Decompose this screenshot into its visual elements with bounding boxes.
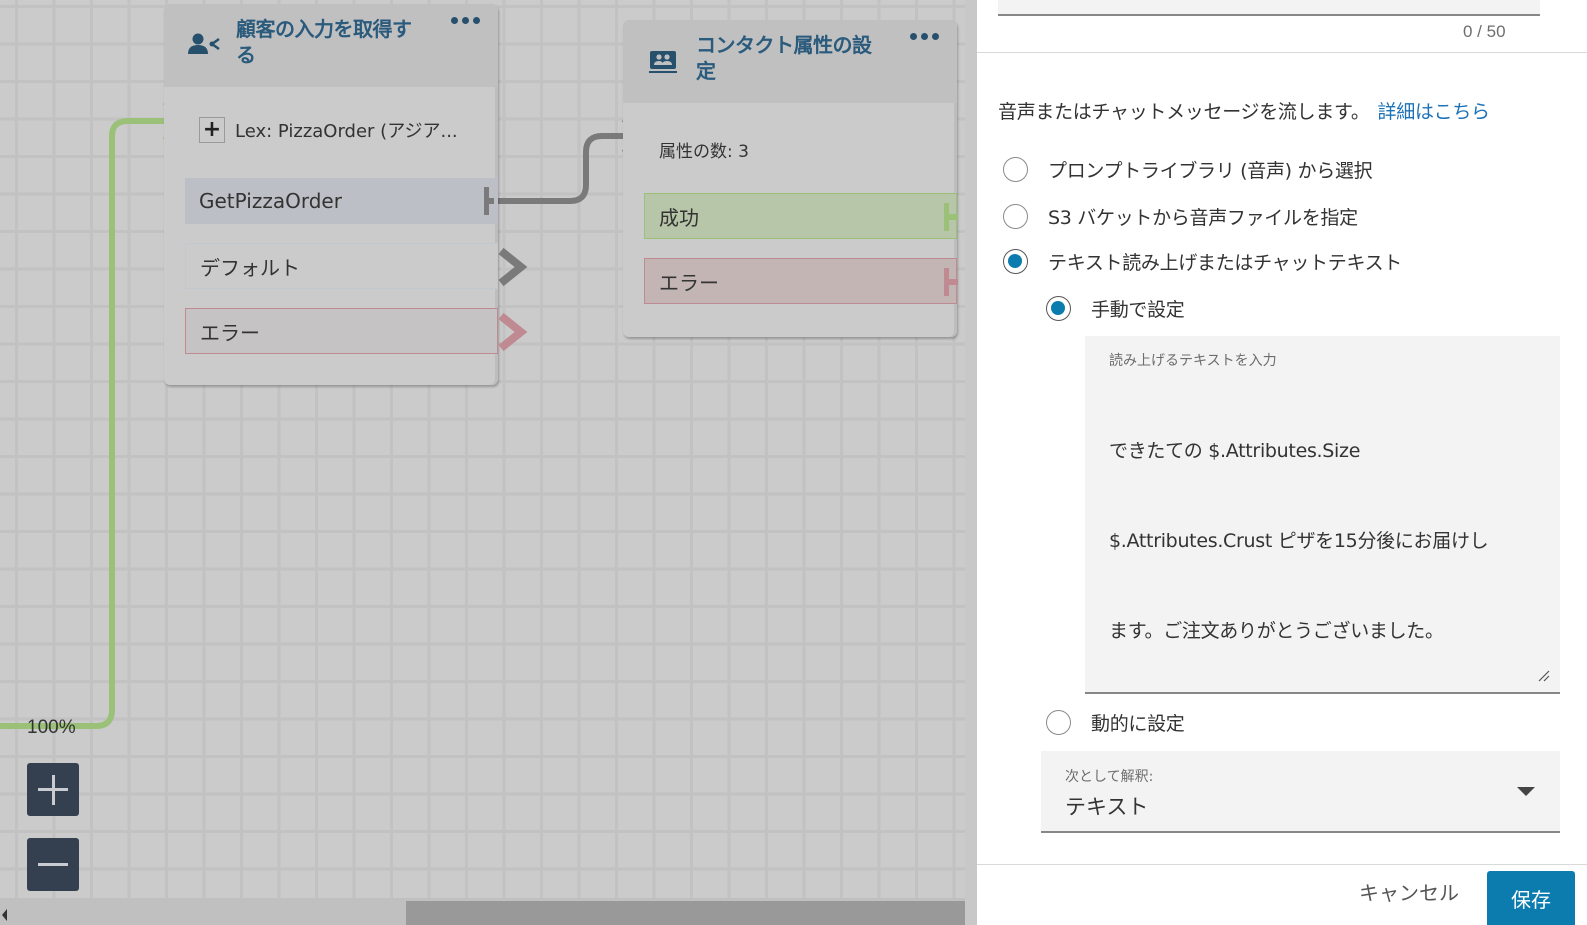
plus-icon-vertical [51, 774, 55, 805]
block-get-customer-input[interactable]: 顧客の入力を取得す る + Lex: PizzaOrder (アジア... Ge… [164, 4, 528, 385]
more-options-icon[interactable] [910, 33, 939, 40]
block-title-line: コンタクト属性の設 [696, 33, 872, 57]
radio-label: S3 バケットから音声ファイルを指定 [1048, 207, 1358, 229]
text-line: ます。ご注文ありがとうございました。 [1109, 620, 1444, 642]
scroll-left-arrow-icon[interactable] [2, 909, 7, 921]
connector-handle-icon[interactable] [484, 187, 494, 215]
connector-handle-icon[interactable] [944, 268, 958, 296]
branch-getpizzaorder[interactable]: GetPizzaOrder [185, 178, 498, 224]
footer-divider [977, 864, 1587, 865]
description-text: 音声またはチャットメッセージを流します。 [998, 101, 1370, 123]
cancel-button[interactable]: キャンセル [1359, 881, 1459, 905]
section-divider [977, 52, 1587, 53]
block-title-line: 定 [696, 59, 716, 83]
branch-success[interactable]: 成功 [644, 193, 958, 239]
radio-button-selected[interactable] [1046, 296, 1071, 321]
radio-button[interactable] [1003, 204, 1028, 229]
radio-label: 動的に設定 [1091, 713, 1185, 735]
radio-prompt-library[interactable]: プロンプトライブラリ (音声) から選択 [1003, 156, 1373, 183]
tts-text-label: 読み上げるテキストを入力 [1109, 353, 1277, 369]
branch-label: エラー [200, 320, 260, 345]
branch-error[interactable]: エラー [644, 258, 958, 304]
chevron-down-icon [1517, 787, 1535, 796]
interpret-as-value: テキスト [1065, 795, 1149, 819]
branch-label: 成功 [659, 205, 699, 230]
lex-bot-label: Lex: PizzaOrder (アジア... [235, 121, 458, 142]
scrollbar-thumb[interactable] [406, 901, 977, 925]
set-contact-attributes-icon [649, 50, 679, 79]
lex-bot-row: + Lex: PizzaOrder (アジア... [199, 117, 458, 143]
block-header: 顧客の入力を取得す る [164, 4, 498, 87]
radio-label: プロンプトライブラリ (音声) から選択 [1048, 160, 1373, 182]
radio-text-to-speech[interactable]: テキスト読み上げまたはチャットテキスト [1003, 248, 1402, 275]
zoom-in-button[interactable] [27, 763, 79, 816]
radio-set-manually[interactable]: 手動で設定 [1046, 295, 1185, 322]
radio-button[interactable] [1046, 710, 1071, 735]
block-title-line: る [236, 43, 256, 67]
block-header: コンタクト属性の設 定 [623, 20, 957, 103]
branch-error[interactable]: エラー [185, 308, 498, 354]
radio-set-dynamically[interactable]: 動的に設定 [1046, 709, 1185, 736]
get-customer-input-icon [188, 32, 222, 63]
branch-label: デフォルト [200, 255, 300, 280]
more-options-icon[interactable] [451, 17, 480, 24]
text-line: $.Attributes.Crust ピザを15分後にお届けし [1109, 530, 1489, 552]
block-set-contact-attributes[interactable]: コンタクト属性の設 定 属性の数: 3 成功 エラー [623, 20, 958, 337]
block-title: 顧客の入力を取得す る [236, 16, 436, 68]
expand-plus-icon[interactable]: + [199, 117, 225, 143]
attribute-count: 属性の数: 3 [659, 142, 749, 162]
block-title-line: 顧客の入力を取得す [236, 17, 412, 41]
learn-more-link[interactable]: 詳細はこちら [1377, 101, 1491, 123]
block-title: コンタクト属性の設 定 [696, 32, 896, 84]
interpret-as-select[interactable]: 次として解釈: テキスト [1041, 751, 1560, 833]
properties-panel: 0 / 50 音声またはチャットメッセージを流します。詳細はこちら プロンプトラ… [965, 0, 1587, 925]
radio-label: テキスト読み上げまたはチャットテキスト [1048, 252, 1402, 274]
default-output-arrow-icon[interactable] [498, 248, 528, 286]
zoom-level: 100% [27, 717, 76, 738]
tts-text-value[interactable]: できたての $.Attributes.Size $.Attributes.Cru… [1109, 376, 1549, 706]
branch-default[interactable]: デフォルト [185, 243, 498, 289]
name-input[interactable] [998, 0, 1540, 16]
save-button[interactable]: 保存 [1487, 871, 1575, 925]
prompt-description: 音声またはチャットメッセージを流します。詳細はこちら [998, 97, 1490, 124]
tts-text-input[interactable]: 読み上げるテキストを入力 できたての $.Attributes.Size $.A… [1085, 336, 1560, 694]
character-count: 0 / 50 [1463, 22, 1506, 41]
interpret-as-label: 次として解釈: [1065, 769, 1154, 785]
radio-label: 手動で設定 [1091, 299, 1185, 321]
text-line: できたての $.Attributes.Size [1109, 440, 1361, 462]
radio-button[interactable] [1003, 157, 1028, 182]
horizontal-scrollbar[interactable] [0, 898, 977, 925]
error-output-arrow-icon[interactable] [498, 313, 528, 351]
zoom-out-button[interactable] [27, 838, 79, 891]
branch-label: GetPizzaOrder [199, 189, 342, 213]
flow-canvas[interactable]: 顧客の入力を取得す る + Lex: PizzaOrder (アジア... Ge… [0, 0, 977, 925]
branch-label: エラー [659, 270, 719, 295]
resize-handle-icon[interactable] [1538, 670, 1550, 682]
radio-s3-bucket[interactable]: S3 バケットから音声ファイルを指定 [1003, 203, 1358, 230]
radio-button-selected[interactable] [1003, 249, 1028, 274]
connector-handle-icon[interactable] [944, 203, 958, 231]
minus-icon [38, 863, 68, 866]
